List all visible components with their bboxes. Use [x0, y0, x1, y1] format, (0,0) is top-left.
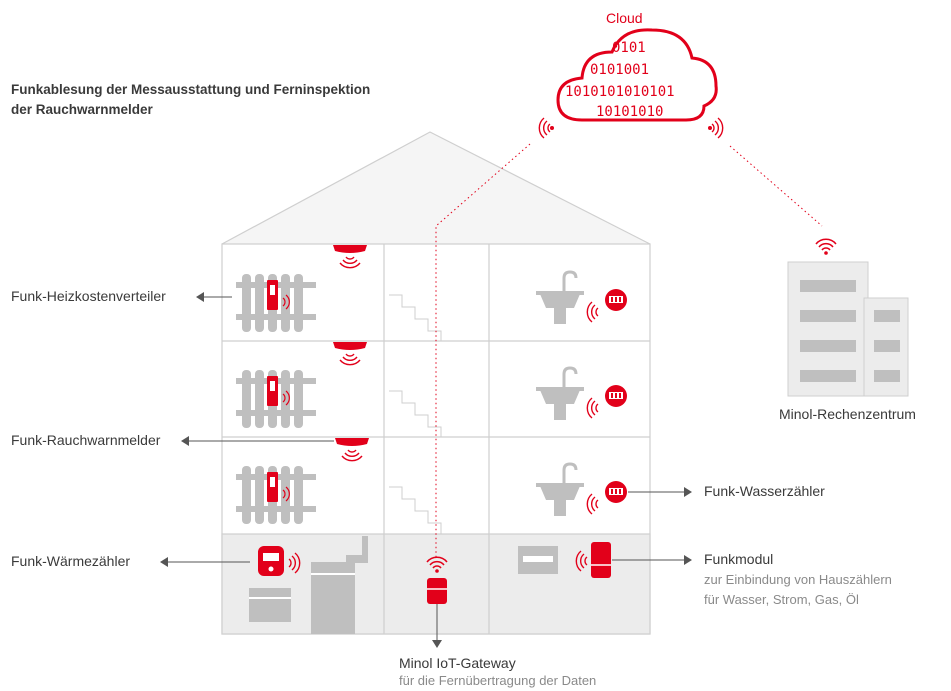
label-funkmodul-sub2: für Wasser, Strom, Gas, Öl: [704, 592, 859, 607]
cloud-binary-row: 0101001: [590, 62, 649, 78]
label-gateway-sub: für die Fernübertragung der Daten: [399, 673, 597, 688]
meter-panel-icon: [518, 546, 558, 574]
boiler-box: [249, 588, 291, 622]
pointer-lines: [160, 292, 692, 648]
funkmodul-icon: [575, 542, 611, 578]
gateway-icon: [426, 556, 448, 604]
heat-meter-icon: [258, 546, 301, 576]
label-funkmodul: Funkmodul: [704, 551, 774, 567]
label-gateway: Minol IoT-Gateway: [399, 655, 516, 671]
label-heizkostenverteiler: Funk-Heizkostenverteiler: [11, 288, 166, 304]
page-title-line1: Funkablesung der Messausstattung und Fer…: [11, 82, 371, 97]
staircase: [389, 294, 442, 534]
label-funkmodul-sub1: zur Einbindung von Hauszählern: [704, 572, 892, 587]
cloud-binary-row: 1010101010101: [565, 84, 675, 100]
page-title-line2: der Rauchwarnmelder: [11, 102, 153, 117]
page-title: Funkablesung der Messausstattung und Fer…: [11, 80, 481, 120]
cloud-icon: 0101 0101001 1010101010101 10101010: [538, 28, 724, 139]
label-wasserzaehler: Funk-Wasserzähler: [704, 483, 825, 499]
label-waermezaehler: Funk-Wärmezähler: [11, 553, 131, 569]
data-center-icon: [787, 238, 909, 397]
label-rechenzentrum: Minol-Rechenzentrum: [779, 406, 916, 422]
boiler-icon: [311, 536, 368, 634]
cloud-binary-row: 0101: [612, 40, 646, 56]
cloud-label: Cloud: [606, 10, 643, 26]
cloud-binary-row: 10101010: [596, 104, 663, 120]
connection-lines: [435, 143, 823, 560]
label-rauchwarnmelder: Funk-Rauchwarnmelder: [11, 432, 161, 448]
